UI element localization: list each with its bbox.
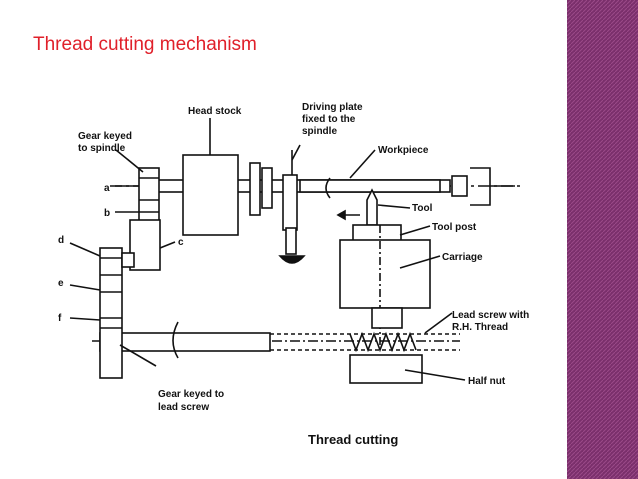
tool <box>366 188 378 226</box>
change-gears <box>99 247 123 379</box>
driving-plate <box>249 162 261 216</box>
label-gear-keyed-lead-1: Gear keyed to <box>158 389 224 400</box>
label-gear-keyed-spindle-2: to spindle <box>78 143 126 154</box>
label-f: f <box>58 313 62 324</box>
label-driving-plate-3: spindle <box>302 126 337 137</box>
label-gear-keyed-spindle-1: Gear keyed <box>78 131 132 142</box>
label-e: e <box>58 278 64 289</box>
label-tool: Tool <box>412 203 433 214</box>
slide-title: Thread cutting mechanism <box>33 34 257 55</box>
label-driving-plate-1: Driving plate <box>302 102 363 113</box>
workpiece <box>299 179 441 193</box>
label-d: d <box>58 235 64 246</box>
label-lead-screw-1: Lead screw with <box>452 310 529 321</box>
thread-cutting-diagram: Head stock Driving plate fixed to the sp… <box>58 102 529 447</box>
carriage <box>339 239 431 309</box>
label-lead-screw-2: R.H. Thread <box>452 322 508 333</box>
label-c: c <box>178 237 184 248</box>
decorative-sidebar <box>567 0 638 479</box>
label-a: a <box>104 183 110 194</box>
label-tool-post: Tool post <box>432 222 477 233</box>
label-driving-plate-2: fixed to the <box>302 114 356 125</box>
label-gear-keyed-lead-2: lead screw <box>158 402 209 413</box>
tail-stock <box>451 175 468 197</box>
label-half-nut: Half nut <box>468 376 506 387</box>
label-carriage: Carriage <box>442 252 483 263</box>
label-b: b <box>104 208 110 219</box>
label-workpiece: Workpiece <box>378 145 429 156</box>
label-head-stock: Head stock <box>188 106 242 117</box>
half-nut <box>349 354 423 384</box>
diagram-caption: Thread cutting <box>308 432 398 447</box>
head-stock <box>182 154 239 236</box>
